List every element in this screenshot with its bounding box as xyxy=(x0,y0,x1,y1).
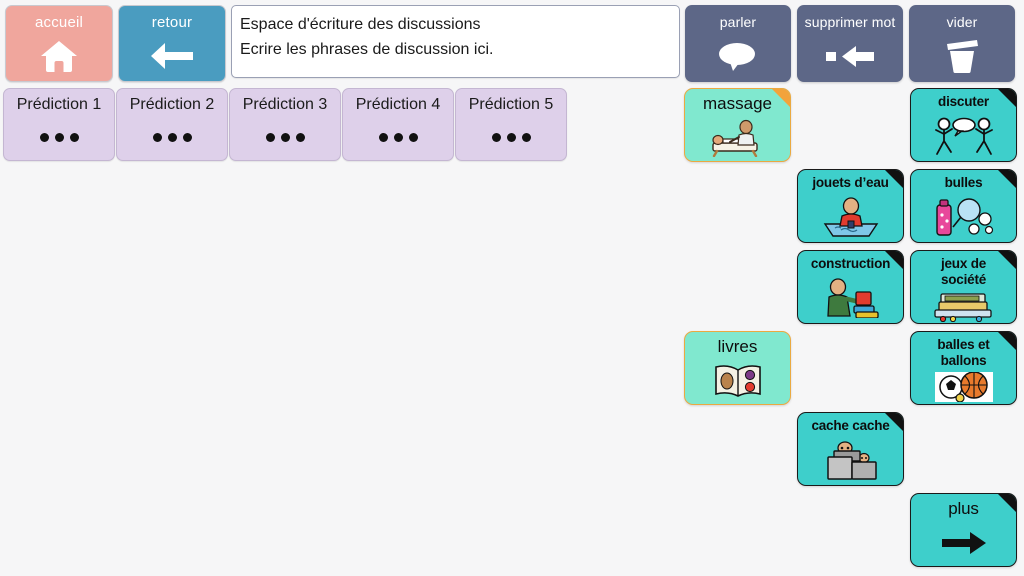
prediction-button-1[interactable]: Prédiction 1 xyxy=(3,88,115,161)
prediction-button-4[interactable]: Prédiction 4 xyxy=(342,88,454,161)
activity-button-livres[interactable]: livres xyxy=(684,331,791,405)
folder-corner-icon xyxy=(997,494,1016,513)
back-button[interactable]: retour xyxy=(118,5,226,82)
message-writing-area[interactable]: Espace d'écriture des discussions Ecrire… xyxy=(231,5,680,78)
activity-button-discuter[interactable]: discuter xyxy=(910,88,1017,162)
arrow-right-icon xyxy=(911,519,1016,566)
writing-area-line-1: Espace d'écriture des discussions xyxy=(240,16,481,33)
ellipsis-icon xyxy=(152,114,192,160)
activity-label: plus xyxy=(948,499,979,518)
clear-button-label: vider xyxy=(946,14,978,30)
hide-and-seek-icon xyxy=(798,434,903,485)
prediction-button-3[interactable]: Prédiction 3 xyxy=(229,88,341,161)
home-icon xyxy=(6,31,112,81)
ellipsis-icon xyxy=(265,114,305,160)
activity-button-jouets-deau[interactable]: jouets d’eau xyxy=(797,169,904,243)
massage-icon xyxy=(685,114,790,161)
activity-label: jouets d’eau xyxy=(812,175,889,190)
folder-corner-icon xyxy=(997,89,1016,108)
folder-corner-icon xyxy=(997,251,1016,270)
arrow-left-icon xyxy=(119,31,225,81)
prediction-label: Prédiction 1 xyxy=(16,96,102,113)
board-games-icon xyxy=(911,288,1016,323)
activity-label: bulles xyxy=(944,175,983,190)
home-button-label: accueil xyxy=(34,14,84,31)
building-icon xyxy=(798,272,903,323)
ellipsis-icon xyxy=(39,114,79,160)
activity-label: cache cache xyxy=(811,418,890,433)
activity-label: livres xyxy=(717,337,758,356)
prediction-label: Prédiction 4 xyxy=(355,96,441,113)
back-button-label: retour xyxy=(151,14,193,31)
speak-button-label: parler xyxy=(719,14,757,30)
activity-label: construction xyxy=(810,256,891,271)
folder-corner-icon xyxy=(884,251,903,270)
activity-button-balles-et-ballons[interactable]: balles et ballons xyxy=(910,331,1017,405)
prediction-label: Prédiction 2 xyxy=(129,96,215,113)
prediction-button-2[interactable]: Prédiction 2 xyxy=(116,88,228,161)
bubbles-icon xyxy=(911,191,1016,242)
home-button[interactable]: accueil xyxy=(5,5,113,82)
folder-corner-icon xyxy=(771,89,790,108)
speech-bubble-icon xyxy=(686,30,790,81)
folder-corner-icon xyxy=(997,170,1016,189)
backspace-arrow-icon xyxy=(798,30,902,81)
ellipsis-icon xyxy=(378,114,418,160)
water-toys-icon xyxy=(798,191,903,242)
activity-button-construction[interactable]: construction xyxy=(797,250,904,324)
writing-area-line-2: Ecrire les phrases de discussion ici. xyxy=(240,41,494,58)
speak-button[interactable]: parler xyxy=(685,5,791,82)
activity-label: balles et ballons xyxy=(937,337,990,368)
prediction-label: Prédiction 3 xyxy=(242,96,328,113)
activity-button-jeux-de-societe[interactable]: jeux de société xyxy=(910,250,1017,324)
activity-button-bulles[interactable]: bulles xyxy=(910,169,1017,243)
delete-word-button-label: supprimer mot xyxy=(804,14,896,30)
activity-button-cache-cache[interactable]: cache cache xyxy=(797,412,904,486)
prediction-button-5[interactable]: Prédiction 5 xyxy=(455,88,567,161)
activity-label: massage xyxy=(703,94,772,113)
balls-icon xyxy=(911,369,1016,404)
ellipsis-icon xyxy=(491,114,531,160)
prediction-label: Prédiction 5 xyxy=(468,96,554,113)
activity-button-plus[interactable]: plus xyxy=(910,493,1017,567)
folder-corner-icon xyxy=(997,332,1016,351)
activity-label: jeux de société xyxy=(940,256,987,287)
delete-word-button[interactable]: supprimer mot xyxy=(797,5,903,82)
clear-button[interactable]: vider xyxy=(909,5,1015,82)
trash-can-icon xyxy=(910,30,1014,81)
folder-corner-icon xyxy=(884,170,903,189)
discuter-icon xyxy=(911,110,1016,161)
activity-button-massage[interactable]: massage xyxy=(684,88,791,162)
activity-label: discuter xyxy=(938,94,989,109)
folder-corner-icon xyxy=(884,413,903,432)
open-book-icon xyxy=(685,357,790,404)
